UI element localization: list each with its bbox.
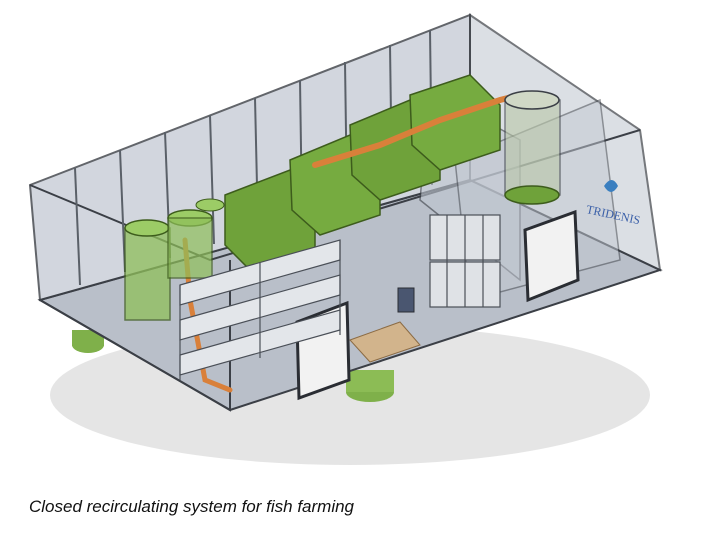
support-foot (72, 330, 104, 346)
door (523, 209, 580, 303)
figure-caption: Closed recirculating system for fish far… (29, 497, 355, 516)
fish-tanks (224, 74, 501, 271)
filter-cylinder (124, 198, 225, 321)
floor-panel (349, 321, 421, 363)
fish-tank (409, 74, 501, 171)
biofilter-cylinder (504, 90, 561, 205)
support-foot (346, 370, 394, 392)
container-illustration: TRIDENIS (28, 13, 663, 465)
storage-crates (429, 214, 501, 308)
logo-mark-icon (604, 180, 618, 192)
pump (397, 287, 415, 313)
tray-racks (179, 239, 341, 380)
